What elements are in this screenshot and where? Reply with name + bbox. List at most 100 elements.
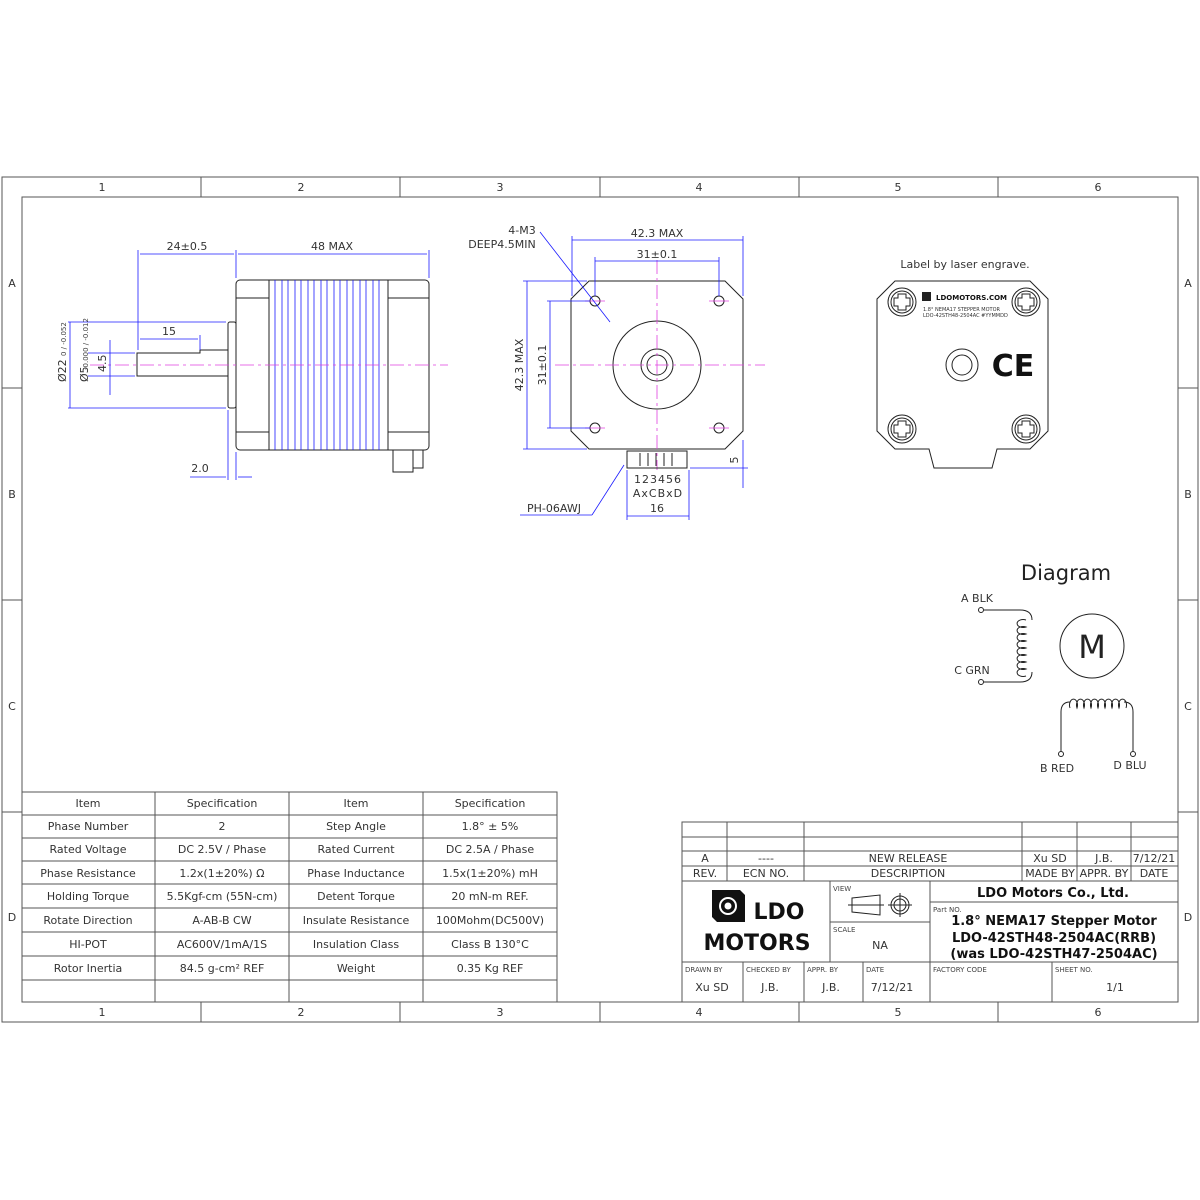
appr-by-label: APPR. BY — [807, 966, 839, 974]
part-number: LDO-42STH48-2504AC(RRB) — [952, 931, 1156, 946]
column-label: 3 — [497, 181, 504, 194]
description-value: NEW RELEASE — [869, 852, 948, 865]
logo-text-ldo: LDO — [754, 900, 805, 925]
checked-by-label: CHECKED BY — [746, 966, 792, 974]
table-header: Item — [343, 797, 368, 810]
diagram-title: Diagram — [1021, 561, 1111, 585]
drawn-by-label: DRAWN BY — [685, 966, 723, 974]
connector-model: PH-06AWJ — [527, 502, 581, 515]
table-cell: Rated Voltage — [50, 843, 127, 856]
table-cell: AC600V/1mA/1S — [177, 938, 267, 951]
table-cell: Rotate Direction — [43, 914, 132, 927]
column-label: 5 — [895, 181, 902, 194]
hole-callout-depth: DEEP4.5MIN — [468, 238, 535, 251]
column-label: 2 — [298, 1006, 305, 1019]
checked-by-value: J.B. — [760, 981, 779, 994]
date-label: DATE — [866, 966, 884, 974]
screw-icon — [887, 287, 917, 317]
table-header: Specification — [187, 797, 258, 810]
table-cell: Insulate Resistance — [303, 914, 410, 927]
row-label: B — [1184, 488, 1192, 501]
connector-phases: AxCBxD — [633, 487, 683, 500]
column-label: 1 — [99, 1006, 106, 1019]
wire-b-label: B RED — [1040, 762, 1074, 775]
wiring-diagram: Diagram A BLK C GRN B RED D BLU M — [954, 561, 1146, 775]
hole-callout-size: 4-M3 — [508, 224, 535, 237]
table-cell: 1.8° ± 5% — [462, 820, 519, 833]
table-cell: Phase Resistance — [40, 867, 136, 880]
row-label: D — [8, 911, 16, 924]
screw-icon — [1011, 287, 1041, 317]
ecn-header: ECN NO. — [743, 867, 789, 880]
rev-appr-by-value: J.B. — [1094, 852, 1113, 865]
appr-by-value: J.B. — [821, 981, 840, 994]
description-header: DESCRIPTION — [871, 867, 945, 880]
dim-body-length: 48 MAX — [311, 240, 354, 253]
dim-flat-length: 15 — [162, 325, 176, 338]
table-cell: A-AB-B CW — [192, 914, 251, 927]
table-cell: Step Angle — [326, 820, 386, 833]
column-label: 5 — [895, 1006, 902, 1019]
column-label: 6 — [1095, 181, 1102, 194]
sheet-no-label: SHEET NO. — [1055, 966, 1093, 974]
front-view: 4-M3 DEEP4.5MIN 42.3 MAX 31±0.1 42.3 MAX… — [468, 224, 765, 520]
label-view: Label by laser engrave. LDOMOTORS.COM 1.… — [876, 258, 1049, 469]
table-cell: 1.2x(1±20%) Ω — [179, 867, 264, 880]
row-label: C — [1184, 700, 1192, 713]
label-caption: Label by laser engrave. — [900, 258, 1029, 271]
table-header: Specification — [455, 797, 526, 810]
projection-view-icon — [848, 893, 912, 917]
title-block: A ---- NEW RELEASE Xu SD J.B. 7/12/21 RE… — [681, 821, 1179, 1003]
row-label: D — [1184, 911, 1192, 924]
scale-label: SCALE — [833, 926, 855, 934]
table-cell: 2 — [219, 820, 226, 833]
table-cell: 84.5 g-cm² REF — [180, 962, 265, 975]
table-cell: DC 2.5V / Phase — [178, 843, 266, 856]
ce-mark: CE — [992, 349, 1035, 384]
column-label: 6 — [1095, 1006, 1102, 1019]
rev-date-value: 7/12/21 — [1133, 852, 1175, 865]
scale-value: NA — [872, 939, 888, 952]
part-no-label: Part NO. — [933, 906, 962, 914]
made-by-header: MADE BY — [1025, 867, 1075, 880]
dim-shaft-tolerance: -0.000 / -0.012 — [82, 318, 90, 370]
made-by-value: Xu SD — [1033, 852, 1066, 865]
column-label: 3 — [497, 1006, 504, 1019]
column-label: 4 — [696, 1006, 703, 1019]
column-label: 4 — [696, 181, 703, 194]
column-label: 2 — [298, 181, 305, 194]
table-header: Item — [75, 797, 100, 810]
label-brand: LDOMOTORS.COM — [936, 294, 1007, 302]
table-cell: 5.5Kgf-cm (55N-cm) — [167, 890, 278, 903]
dim-shaft-diameter: Ø5 — [78, 366, 91, 382]
wire-c-label: C GRN — [954, 664, 990, 677]
dim-shaft-length: 24±0.5 — [167, 240, 208, 253]
drawn-by-value: Xu SD — [695, 981, 728, 994]
logo-text-motors: MOTORS — [703, 931, 810, 956]
table-cell: HI-POT — [69, 938, 107, 951]
date-value: 7/12/21 — [871, 981, 913, 994]
screw-icon — [1011, 414, 1041, 444]
column-label: 1 — [99, 181, 106, 194]
table-cell: Holding Torque — [47, 890, 129, 903]
table-cell: Class B 130°C — [451, 938, 529, 951]
date-header: DATE — [1140, 867, 1169, 880]
dim-boss-diameter: Ø22 — [56, 359, 69, 382]
table-cell: DC 2.5A / Phase — [446, 843, 534, 856]
label-line1: 1.8° NEMA17 STEPPER MOTOR — [923, 307, 1001, 313]
wire-d-label: D BLU — [1113, 759, 1146, 772]
dim-flat: 4.5 — [96, 355, 109, 373]
ldo-logo-icon — [922, 292, 931, 301]
table-cell: Insulation Class — [313, 938, 399, 951]
view-label: VIEW — [833, 885, 851, 893]
rev-value: A — [701, 852, 709, 865]
table-cell: 0.35 Kg REF — [457, 962, 524, 975]
dim-hole-spacing-v: 31±0.1 — [536, 345, 549, 386]
screw-icon — [887, 414, 917, 444]
dim-connector-width: 16 — [650, 502, 664, 515]
factory-code-label: FACTORY CODE — [933, 966, 987, 974]
dim-width: 42.3 MAX — [631, 227, 684, 240]
dim-boss-tolerance: 0 / -0.052 — [60, 322, 68, 356]
ldo-logo: LDO MOTORS — [703, 890, 811, 956]
